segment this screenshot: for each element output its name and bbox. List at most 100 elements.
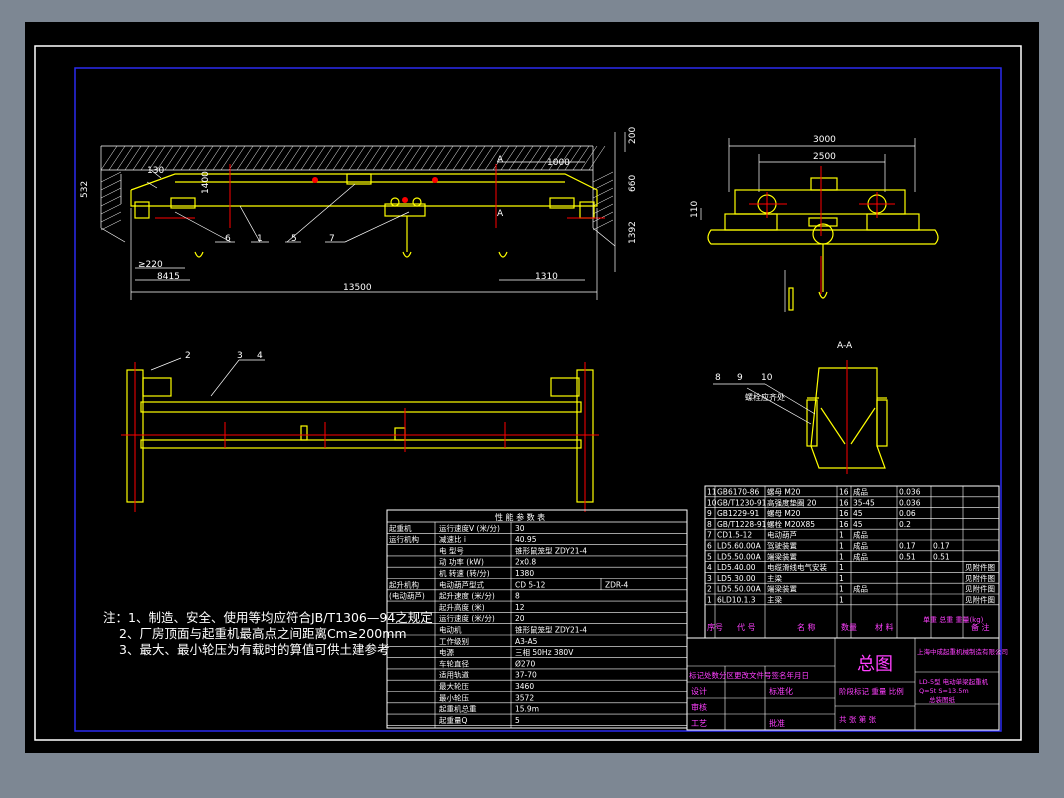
- bom-cell: 0.51: [899, 552, 916, 561]
- section-note: 螺栓应齐处: [745, 392, 785, 402]
- params-cell: 12: [515, 603, 525, 612]
- part-label: 4: [257, 351, 263, 361]
- dim-200: 200: [628, 127, 638, 144]
- params-cell: 锥形鼠笼型 ZDY21-4: [515, 625, 587, 635]
- elevation-view: 532 130 1400 200 660 1392 1000 ≥220 8415…: [80, 127, 638, 300]
- bom-cell: 成品: [853, 530, 868, 540]
- section-a-bottom: A: [497, 209, 504, 219]
- stage-label: 阶段标记 重量 比例: [839, 686, 904, 696]
- note-line-1: 注：1、制造、安全、使用等均应符合JB/T1306—94之规定: [103, 610, 433, 625]
- bom-cell: 端梁装置: [767, 584, 797, 594]
- bom-cell: CD1.5-12: [717, 531, 752, 540]
- dim-8415: 8415: [157, 272, 180, 282]
- dim-2500: 2500: [813, 152, 836, 162]
- bom-cell: 1: [839, 552, 844, 561]
- bom-cell: GB/T1228-91: [717, 520, 767, 529]
- sheet-label: 共 张 第 张: [839, 714, 877, 724]
- part-label: 6: [225, 234, 231, 244]
- bom-cell: 7: [707, 531, 712, 540]
- params-cell: 运行机构: [389, 534, 419, 544]
- bom-cell: 2: [707, 585, 712, 594]
- inner-frame: [74, 67, 1002, 732]
- bom-cell: 16: [839, 509, 849, 518]
- part-label: 3: [237, 351, 243, 361]
- section-a-top: A: [497, 155, 504, 165]
- approve-label: 批准: [769, 718, 785, 728]
- part-label: 8: [715, 373, 721, 383]
- note-line-3: 3、最大、最小轮压为有载时的算值可供土建参考: [119, 642, 389, 657]
- outer-frame: [34, 45, 1022, 741]
- params-cell: 起升机构: [389, 579, 419, 589]
- params-cell: 电动葫芦型式: [439, 579, 484, 589]
- cad-viewport[interactable]: 532 130 1400 200 660 1392 1000 ≥220 8415…: [25, 22, 1039, 753]
- params-cell: 3572: [515, 693, 534, 702]
- params-cell: 3460: [515, 682, 534, 691]
- bom-cell: 主梁: [767, 573, 782, 583]
- bom-cell: 见附件图: [965, 584, 995, 594]
- bom-cell: LD5.50.00A: [717, 552, 762, 561]
- params-cell: 起重机总重: [439, 704, 477, 714]
- bom-cell: 成品: [853, 584, 868, 594]
- bom-cell: 1: [839, 531, 844, 540]
- bom-cell: 电缆滑线电气安装: [767, 562, 827, 572]
- bom-cell: 9: [707, 509, 712, 518]
- bom-cell: LD5.40.00: [717, 563, 756, 572]
- bom-cell: GB/T1230-91: [717, 498, 767, 507]
- dim-1392: 1392: [628, 221, 638, 244]
- bom-cell: 1: [839, 596, 844, 605]
- params-cell: 电 型号: [439, 545, 464, 555]
- part-label: 1: [257, 234, 263, 244]
- bom-cell: 0.17: [899, 542, 916, 551]
- params-cell: Ø270: [515, 659, 535, 668]
- bom-cell: 1: [707, 596, 712, 605]
- bom-cell: 成品: [853, 551, 868, 561]
- bom-cell: 见附件图: [965, 573, 995, 583]
- params-cell: 起重机: [389, 523, 412, 533]
- params-cell: 37-70: [515, 671, 537, 680]
- bom-header-code: 代 号: [737, 622, 756, 632]
- section-aa-label: A-A: [837, 341, 853, 351]
- product-spec: Q=5t S=13.5m: [919, 687, 969, 695]
- bom-header-qty: 数量: [841, 622, 857, 632]
- params-cell: 8: [515, 592, 520, 601]
- part-label: 9: [737, 373, 743, 383]
- params-cell: 最小轮压: [439, 692, 469, 702]
- bom-cell: 高强度垫圈 20: [767, 497, 817, 507]
- plan-view: 2 3 4: [121, 351, 599, 512]
- drawing-title: 总图: [857, 654, 893, 675]
- params-cell: 30: [515, 524, 525, 533]
- bom-header-mat: 材 料: [875, 622, 894, 632]
- dim-532: 532: [80, 181, 90, 198]
- bom-cell: GB6170-86: [717, 488, 760, 497]
- bom-cell: 1: [839, 585, 844, 594]
- bom-cell: 螺栓 M20X85: [767, 519, 815, 529]
- params-cell: 15.9m: [515, 705, 539, 714]
- bom-cell: 6: [707, 542, 712, 551]
- product-name: LD-5型 电动单梁起重机: [919, 677, 989, 686]
- params-cell: 锥形鼠笼型 ZDY21-4: [515, 545, 587, 555]
- bom-cell: 35-45: [853, 498, 875, 507]
- bom-cell: 10: [707, 498, 717, 507]
- params-cell: 5: [515, 716, 520, 725]
- params-cell: A3-A5: [515, 637, 538, 646]
- params-cell: (电动葫芦): [389, 591, 425, 601]
- dim-3000: 3000: [813, 135, 836, 145]
- params-cell: 起升高度 (米): [439, 602, 485, 612]
- cad-drawing: 532 130 1400 200 660 1392 1000 ≥220 8415…: [34, 45, 1022, 741]
- bom-cell: 1: [839, 563, 844, 572]
- bom-cell: LD5.50.00A: [717, 585, 762, 594]
- bom-cell: 3: [707, 574, 712, 583]
- dim-1000: 1000: [547, 158, 570, 168]
- bom-cell: 5: [707, 552, 712, 561]
- bom-cell: 0.036: [899, 498, 921, 507]
- part-label: 2: [185, 351, 191, 361]
- part-label: 5: [291, 234, 297, 244]
- design-label: 设计: [691, 686, 707, 696]
- bom-cell: 0.17: [933, 542, 950, 551]
- params-cell: 工作级别: [439, 636, 469, 646]
- bom-cell: 0.2: [899, 520, 911, 529]
- params-cell: 起重量Q: [439, 716, 467, 725]
- params-cell: 2x0.8: [515, 558, 536, 567]
- params-cell: 动 功率 (kW): [439, 557, 484, 567]
